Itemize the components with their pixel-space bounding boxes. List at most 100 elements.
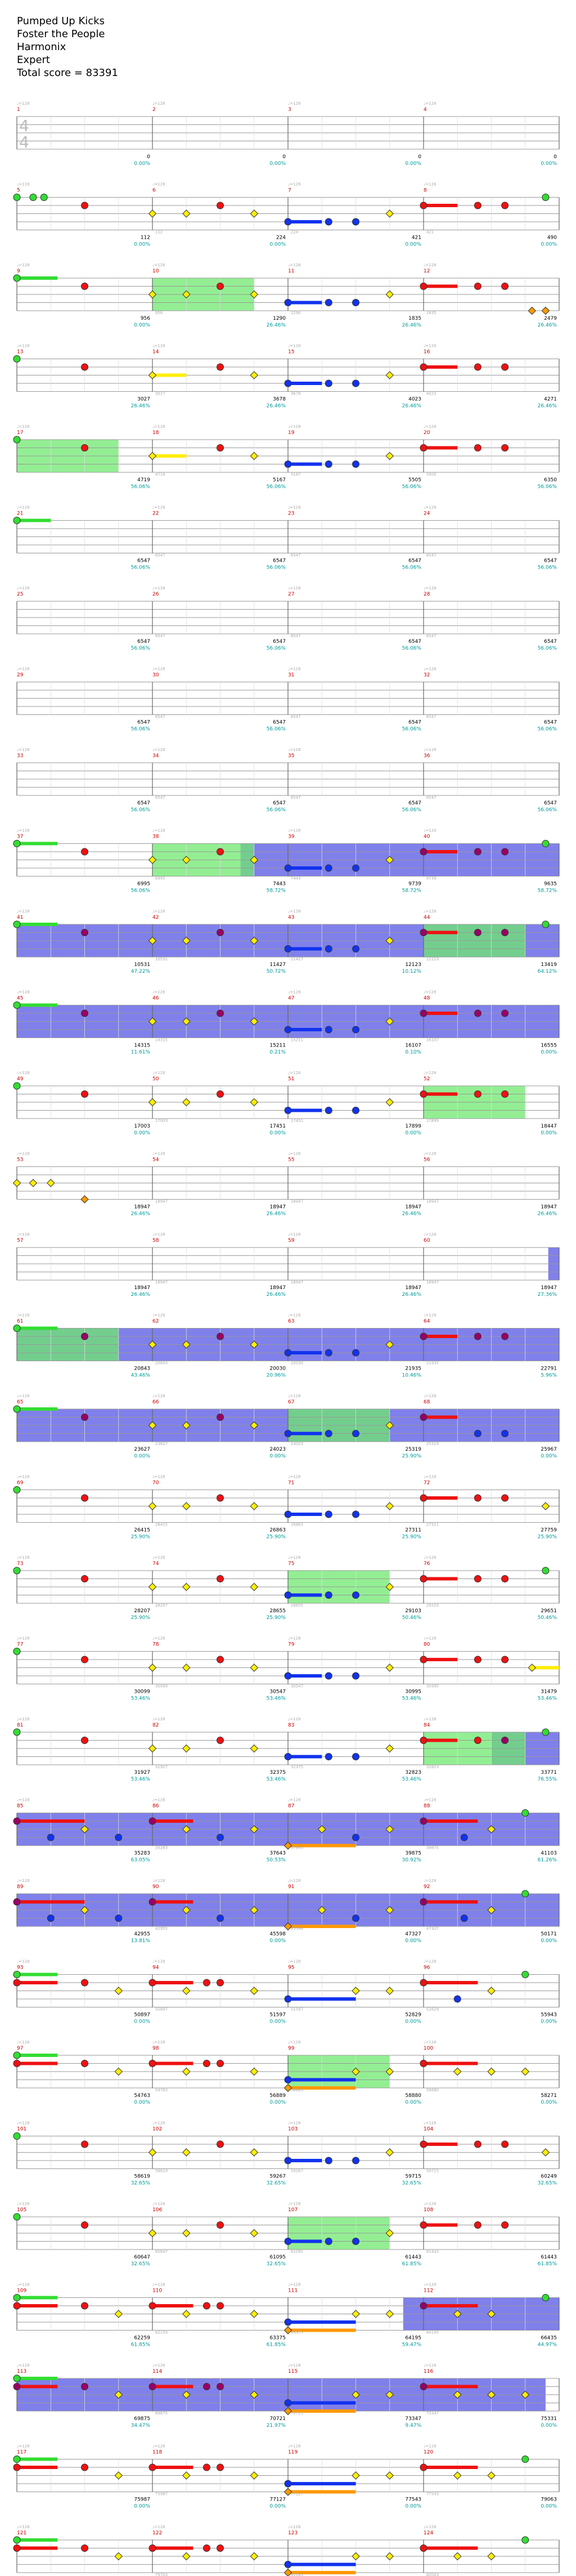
- note-r: [217, 1090, 224, 1098]
- note-r: [81, 2060, 88, 2067]
- note-r: [148, 2383, 156, 2390]
- sustain-tail: [17, 1981, 58, 1984]
- overdrive-percent: 53.46%: [538, 1696, 557, 1702]
- measure-number: 23: [288, 511, 294, 517]
- measure-number: 17: [17, 430, 23, 436]
- tempo-marker: ♩=128: [152, 748, 165, 752]
- note-y: [182, 2310, 191, 2318]
- note-y: [148, 1017, 157, 1026]
- note-y: [182, 1421, 191, 1430]
- staff-row: [13, 1486, 560, 1523]
- base-score: 6547: [155, 553, 165, 558]
- sustain-tail: [424, 2385, 478, 2389]
- note-y: [487, 1987, 496, 1995]
- measure-number: 80: [424, 1642, 430, 1648]
- tempo-marker: ♩=128: [288, 1798, 301, 1803]
- note-r: [81, 1332, 88, 1340]
- overdrive-percent: 56.06%: [538, 727, 557, 732]
- overdrive-percent: 56.06%: [538, 484, 557, 490]
- overdrive-percent: 21.97%: [267, 2423, 286, 2429]
- measure-number: 78: [152, 1642, 159, 1648]
- note-y: [521, 2067, 529, 2076]
- measure-score: 4023: [408, 397, 421, 402]
- note-r: [217, 1414, 224, 1421]
- base-score: 82003: [426, 2573, 439, 2576]
- measure-score: 18947: [134, 1285, 150, 1291]
- note-g: [13, 436, 21, 444]
- note-o: [284, 1841, 292, 1850]
- note-g: [13, 194, 21, 201]
- staff-row: [13, 355, 560, 392]
- note-y: [250, 2471, 258, 2480]
- overdrive-percent: 0.21%: [269, 1050, 286, 1056]
- sustain-tail: [17, 276, 58, 280]
- note-r: [81, 283, 88, 290]
- base-score: 6547: [291, 553, 301, 558]
- sustain-tail: [152, 1981, 194, 1984]
- measure-number: 56: [424, 1157, 430, 1163]
- measure-number: 112: [424, 2288, 433, 2294]
- tempo-marker: ♩=128: [17, 1636, 30, 1641]
- note-r: [474, 929, 482, 936]
- measure-number: 81: [17, 1723, 23, 1728]
- sustain-tail: [288, 2239, 322, 2243]
- note-y: [250, 2552, 258, 2561]
- measure-number: 22: [152, 511, 159, 517]
- base-score: 6547: [426, 553, 436, 558]
- overdrive-percent: 56.06%: [538, 646, 557, 651]
- measure-number: 107: [288, 2207, 298, 2213]
- note-r: [474, 202, 482, 209]
- measure-score: 64195: [405, 2336, 421, 2341]
- measure-number: 101: [17, 2127, 26, 2132]
- measure-number: 74: [152, 1561, 159, 1567]
- tempo-marker: ♩=128: [424, 1475, 436, 1479]
- note-b: [325, 1430, 332, 1437]
- sustain-tail: [288, 866, 322, 870]
- note-y: [385, 2471, 394, 2480]
- measure-number: 64: [424, 1319, 430, 1325]
- staff-row: [13, 194, 560, 230]
- sustain-tail: [424, 2304, 478, 2307]
- note-r: [81, 1494, 88, 1502]
- overdrive-percent: 0.00%: [269, 1130, 286, 1136]
- staff-row: [16, 601, 560, 634]
- measure-score: 0: [282, 154, 286, 160]
- sustain-tail: [152, 2546, 194, 2550]
- measure-score: 18947: [541, 1205, 557, 1210]
- sustain-tail: [288, 220, 322, 223]
- tempo-marker: ♩=128: [17, 182, 30, 187]
- measure-score: 70721: [269, 2416, 286, 2422]
- measure-score: 42955: [134, 1931, 150, 1937]
- measure-number: 58: [152, 1238, 159, 1244]
- staff-row: [13, 1567, 560, 1604]
- note-b: [325, 218, 332, 226]
- note-r: [13, 1979, 21, 1987]
- overdrive-percent: 11.61%: [131, 1050, 151, 1056]
- tempo-marker: ♩=128: [288, 1313, 301, 1318]
- tempo-marker: ♩=128: [17, 344, 30, 348]
- measure-score: 17003: [134, 1124, 150, 1129]
- tempo-marker: ♩=128: [288, 2363, 301, 2368]
- overdrive-percent: 26.46%: [538, 1211, 557, 1217]
- note-y: [148, 290, 157, 299]
- note-y: [250, 1663, 258, 1672]
- note-r: [81, 1009, 88, 1017]
- measure-score: 6995: [137, 882, 150, 887]
- tempo-marker: ♩=128: [17, 1394, 30, 1398]
- measure-number: 5: [17, 188, 20, 194]
- base-score: 956: [155, 311, 163, 315]
- overdrive-percent: 58.72%: [402, 888, 422, 894]
- sustain-tail: [424, 2143, 458, 2146]
- overdrive-percent: 58.72%: [538, 888, 557, 894]
- note-y: [182, 1744, 191, 1753]
- note-y: [352, 2471, 360, 2480]
- note-r: [217, 1979, 224, 1987]
- measure-score: 1835: [408, 316, 421, 321]
- tempo-marker: ♩=128: [17, 2202, 30, 2206]
- base-score: 4719: [155, 472, 165, 477]
- note-y: [148, 1744, 157, 1753]
- note-y: [487, 1825, 496, 1833]
- note-y: [250, 2067, 258, 2076]
- note-y: [182, 1340, 191, 1349]
- tempo-marker: ♩=128: [152, 1475, 165, 1479]
